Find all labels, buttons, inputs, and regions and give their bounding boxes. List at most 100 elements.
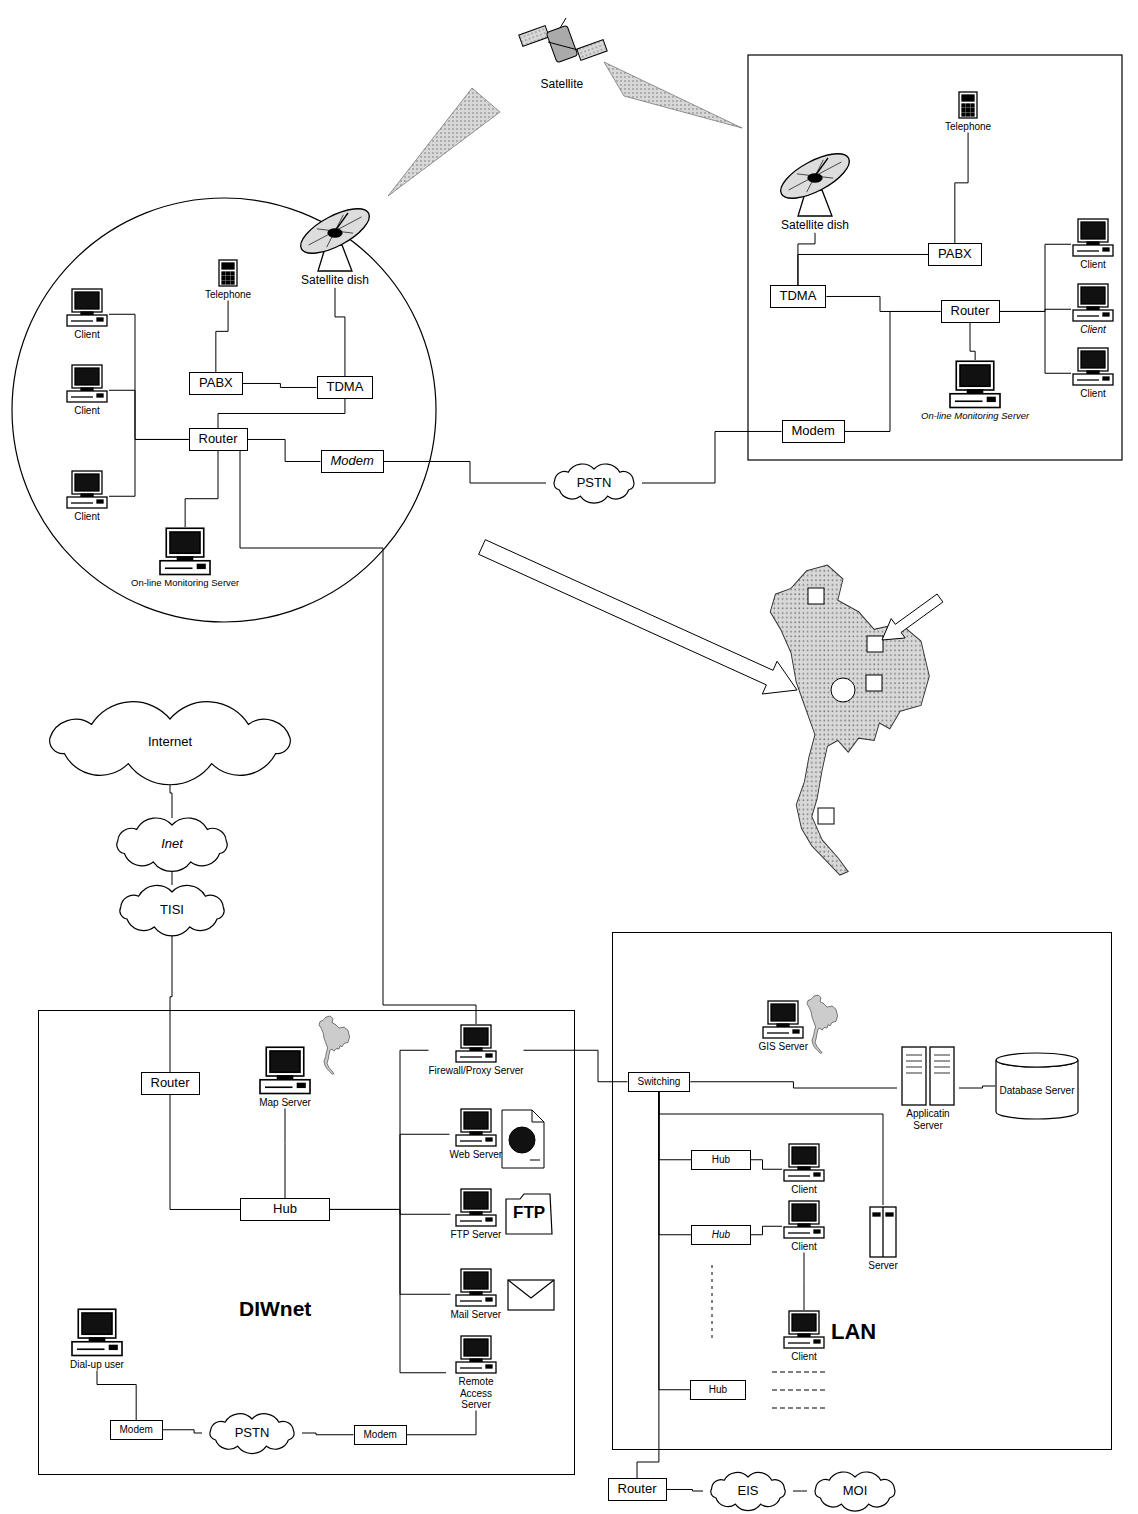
hub-box: Hub	[691, 1150, 751, 1170]
node-label: Map Server	[259, 1097, 311, 1109]
monitoring-server: On-line Monitoring Server	[131, 527, 239, 589]
client-computer: Client	[65, 470, 109, 523]
router-box: Router	[141, 1072, 200, 1095]
node-label: Client	[74, 405, 100, 417]
node-label: On-line Monitoring Server	[131, 578, 239, 589]
modem-box: Modem	[321, 450, 384, 473]
network-link	[185, 451, 218, 527]
node-label: Telephone	[205, 289, 251, 301]
network-link	[798, 233, 815, 285]
network-cloud: PSTN	[202, 1412, 302, 1454]
router-box: Router	[608, 1478, 667, 1501]
network-cloud: Internet	[40, 712, 300, 772]
ftp-icon-text: FTP	[513, 1203, 545, 1223]
node-label: Client	[791, 1184, 817, 1196]
node-label: PSTN	[577, 476, 612, 491]
phone-icon	[957, 90, 979, 120]
pc-icon	[65, 470, 109, 510]
node-label: Web Server	[450, 1149, 503, 1161]
mail-envelope-icon	[508, 1280, 554, 1310]
ftp-server: FTP Server	[451, 1188, 502, 1241]
client-computer: Client	[1071, 283, 1115, 336]
node-label: Switching	[638, 1076, 681, 1088]
node-label: Modem	[792, 424, 835, 439]
node-label: TDMA	[327, 380, 364, 395]
remote-access-server: Remote Access Server	[446, 1335, 506, 1411]
node-label: Hub	[700, 1384, 736, 1396]
tdma-box: TDMA	[317, 376, 374, 399]
server-tower: Server	[865, 1205, 901, 1272]
network-link	[163, 1430, 202, 1433]
node-label: Modem	[364, 1429, 397, 1441]
network-link	[798, 254, 928, 285]
node-label: PSTN	[235, 1426, 270, 1441]
network-link	[248, 439, 321, 461]
pc-icon	[1071, 347, 1115, 387]
network-link	[330, 1050, 429, 1209]
dish-icon	[290, 205, 380, 273]
node-label: Router	[618, 1482, 657, 1497]
database-cylinder: Database Server	[995, 1052, 1079, 1120]
node-label: Database Server	[999, 1085, 1074, 1097]
region-title: LAN	[831, 1319, 876, 1344]
gis-server: GIS Server	[759, 1000, 808, 1053]
node-label: PABX	[938, 247, 972, 262]
node-label: Router	[151, 1076, 190, 1091]
web-page-icon	[502, 1110, 544, 1168]
node-label: Remote Access Server	[446, 1376, 506, 1411]
switch-box: Switching	[628, 1072, 691, 1092]
node-label: Dial-up user	[70, 1359, 124, 1371]
node-label: TDMA	[780, 289, 817, 304]
dial-up-computer: Dial-up user	[69, 1308, 125, 1371]
satellite-dish: Satellite dish	[770, 150, 860, 233]
network-link	[216, 301, 228, 373]
bigpc-icon	[69, 1308, 125, 1358]
node-label: Hub	[701, 1229, 741, 1241]
network-link	[172, 870, 173, 885]
satellite-icon	[519, 18, 607, 63]
network-cloud: Inet	[109, 818, 235, 870]
network-link	[330, 1209, 451, 1214]
node-label: Satellite dish	[301, 274, 369, 288]
node-label: Applicatin Server	[897, 1108, 959, 1131]
node-label: Server	[868, 1260, 897, 1272]
apps-icon	[898, 1045, 958, 1107]
network-region: LAN GIS ServerSwitchingApplicatin Server D…	[612, 932, 1112, 1450]
thailand-map	[770, 565, 929, 875]
node-label: Modem	[331, 454, 374, 469]
router-box: Router	[189, 428, 248, 451]
network-link	[751, 1160, 782, 1170]
network-link	[330, 1134, 450, 1209]
satellite-beam	[388, 88, 500, 196]
pc-icon	[782, 1200, 826, 1240]
network-cloud: MOI	[807, 1470, 903, 1512]
modem-box: Modem	[110, 1420, 163, 1440]
network-link	[793, 1491, 807, 1492]
network-link	[970, 323, 975, 360]
node-label: Router	[951, 304, 990, 319]
bigpc-icon	[947, 360, 1003, 410]
network-link	[659, 1092, 883, 1206]
pc-icon	[454, 1188, 498, 1228]
telephone: Telephone	[945, 90, 991, 133]
dish-icon	[770, 150, 860, 218]
map-icon	[807, 995, 838, 1053]
location-arrow	[882, 594, 943, 640]
network-link	[170, 1095, 240, 1210]
pc-icon	[782, 1310, 826, 1350]
node-label: Client	[1080, 259, 1106, 271]
network-link	[97, 1371, 136, 1421]
pc-icon	[65, 288, 109, 328]
phone-icon	[217, 258, 239, 288]
pc-icon	[454, 1108, 498, 1148]
network-link	[285, 1109, 286, 1199]
web-server: Web Server	[450, 1108, 503, 1161]
node-label: FTP Server	[451, 1229, 502, 1241]
region-title: DIWnet	[239, 1297, 311, 1321]
client-computer: Client	[782, 1143, 826, 1196]
node-label: EIS	[738, 1484, 759, 1499]
network-link	[170, 935, 172, 1072]
satellite-beam	[604, 62, 742, 128]
bigpc-icon	[157, 527, 213, 577]
firewall-server: Firewall/Proxy Server	[429, 1024, 524, 1077]
